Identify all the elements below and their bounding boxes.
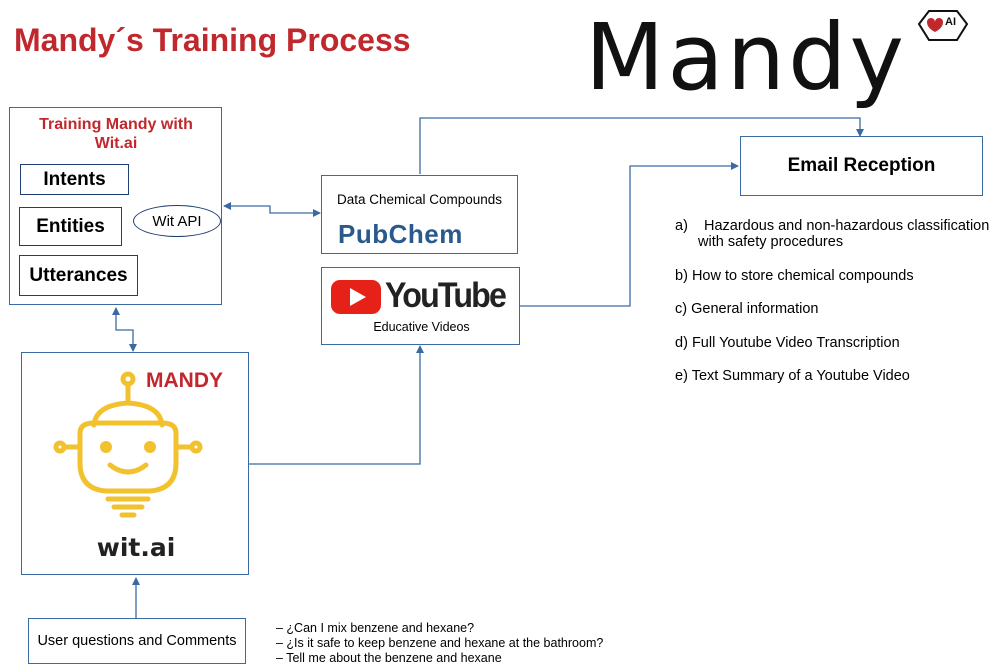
youtube-play-icon	[331, 280, 381, 314]
ai-badge-text: AI	[945, 16, 956, 28]
pubchem-panel: Data Chemical Compounds PubChem	[321, 175, 518, 254]
intents-box: Intents	[20, 164, 129, 195]
arrow-training-mandy	[112, 307, 137, 352]
arrow-pubchem-email	[419, 117, 864, 174]
entities-box: Entities	[19, 207, 122, 246]
youtube-logo-text: YouTube	[385, 276, 507, 315]
arrow-mandy-youtube	[249, 345, 424, 465]
user-question-1: – ¿Can I mix benzene and hexane?	[276, 621, 475, 635]
email-item-c: c) General information	[675, 301, 819, 317]
arrow-youtube-email	[520, 162, 739, 307]
email-item-e: e) Text Summary of a Youtube Video	[675, 368, 910, 384]
videos-label: Educative Videos	[373, 320, 470, 334]
page-title: Mandy´s Training Process	[14, 22, 411, 58]
user-question-3: – Tell me about the benzene and hexane	[276, 651, 502, 665]
email-item-a-cont: with safety procedures	[698, 234, 844, 250]
chemical-label: Data Chemical Compounds	[336, 192, 503, 207]
utterances-box: Utterances	[19, 255, 138, 296]
email-item-b: b) How to store chemical compounds	[675, 268, 914, 284]
user-question-2: – ¿Is it safe to keep benzene and hexane…	[276, 636, 604, 650]
ai-badge-icon	[917, 10, 969, 41]
mandy-logo-wordmark: Mandy	[585, 4, 907, 111]
arrow-training-pubchem	[223, 202, 321, 217]
wit-api-ellipse: Wit API	[133, 205, 221, 237]
robot-bulb-icon	[53, 371, 203, 518]
mandy-logo: Mandy AI	[585, 8, 985, 108]
email-item-d: d) Full Youtube Video Transcription	[675, 335, 900, 351]
mandy-panel: MANDY wit.ai	[21, 352, 249, 575]
user-questions-box: User questions and Comments	[28, 618, 246, 664]
witai-logo-text: wit.ai	[96, 533, 176, 562]
training-panel: Training Mandy with Wit.ai Intents Entit…	[9, 107, 222, 305]
email-reception-box: Email Reception	[740, 136, 983, 196]
youtube-panel: YouTube Educative Videos	[321, 267, 520, 345]
mandy-label: MANDY	[146, 369, 223, 392]
pubchem-logo: PubChem	[338, 219, 508, 249]
training-title: Training Mandy with Wit.ai	[39, 116, 193, 152]
pubchem-logo-text: PubChem	[338, 219, 463, 249]
email-item-a: a) Hazardous and non-hazardous classific…	[675, 218, 990, 234]
